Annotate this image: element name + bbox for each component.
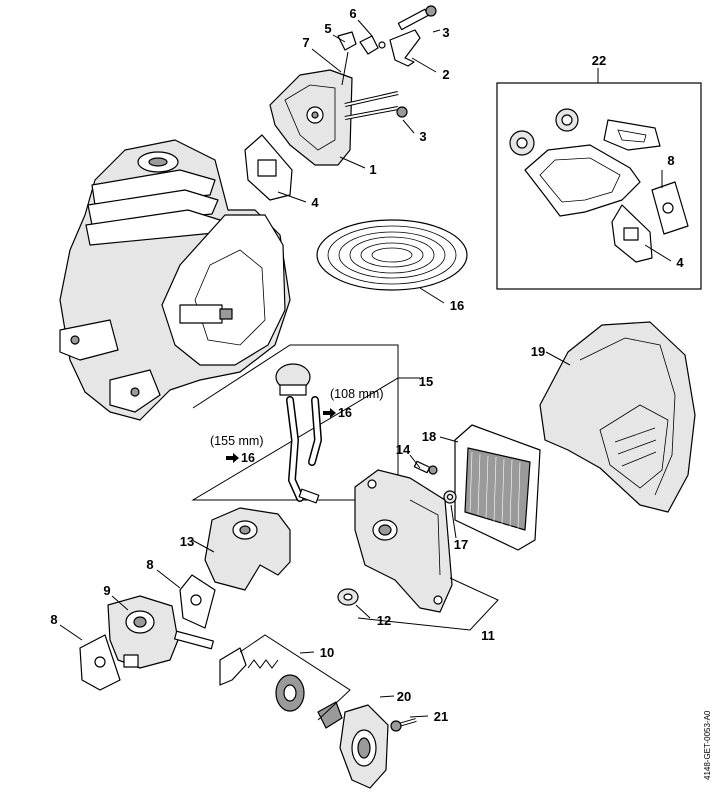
hose-ref-155: 16 (241, 451, 255, 465)
filter-cover-19 (539, 321, 696, 513)
callout-10: 10 (320, 645, 334, 660)
callout-4-top: 4 (311, 195, 319, 210)
spring-6 (359, 35, 386, 55)
callout-1: 1 (369, 162, 376, 177)
bracket-line-11 (357, 577, 499, 631)
callout-11: 11 (481, 628, 495, 643)
callout-8-mid: 8 (146, 557, 153, 572)
shutter-housing-13 (204, 507, 291, 591)
screws-3-lower (344, 91, 408, 120)
kit-cylinder-gasket (524, 144, 641, 217)
gasket-4-top (244, 134, 293, 201)
grommet-12 (337, 588, 359, 606)
callout-3-top: 3 (442, 25, 449, 40)
hose-108 (308, 396, 323, 466)
intake-boot-20 (339, 704, 389, 789)
document-id: 4148-GET-0053-A0 (703, 710, 712, 780)
callout-9: 9 (103, 583, 110, 598)
crankcase-cylinder (59, 139, 291, 421)
note-arrow-108 (323, 408, 336, 418)
spiral-seal-16 (316, 219, 468, 291)
callout-5: 5 (324, 21, 331, 36)
callout-15: 15 (419, 374, 433, 389)
kit-seal-ring-large (509, 130, 535, 156)
choke-parts-10 (219, 647, 343, 729)
screw-3-upper (397, 5, 437, 31)
callout-19: 19 (531, 344, 545, 359)
kit-muffler-gasket (603, 119, 661, 151)
kit-seal-ring-small (555, 108, 579, 132)
carburetor-9 (107, 595, 214, 669)
callout-7: 7 (302, 35, 309, 50)
nut-17 (443, 490, 457, 504)
rod-7 (341, 51, 349, 86)
callout-17: 17 (454, 537, 468, 552)
intake-manifold-1 (269, 69, 353, 166)
hose-155 (286, 396, 320, 504)
filter-base-11 (354, 469, 453, 613)
callout-3-mid: 3 (419, 129, 426, 144)
note-arrow-155 (226, 453, 239, 463)
hose-length-108: (108 mm) (330, 387, 383, 401)
callout-8-kit: 8 (667, 153, 674, 168)
callout-8-left: 8 (50, 612, 57, 627)
gasket-8-left (79, 634, 121, 691)
callout-4-kit: 4 (676, 255, 684, 270)
callout-22: 22 (592, 53, 606, 68)
callout-6: 6 (349, 6, 356, 21)
callout-14: 14 (396, 442, 411, 457)
callout-13: 13 (180, 534, 194, 549)
clip-5 (337, 31, 357, 51)
hose-ref-108: 16 (338, 406, 352, 420)
callout-18: 18 (422, 429, 436, 444)
leader-lines (59, 19, 672, 718)
primer-bulb (275, 363, 311, 396)
hose-length-155: (155 mm) (210, 434, 263, 448)
callout-2: 2 (442, 67, 449, 82)
callout-21: 21 (434, 709, 448, 724)
callout-20: 20 (397, 689, 411, 704)
bracket-2 (389, 29, 421, 67)
bracket-line-10 (239, 634, 351, 721)
kit-gasket-8 (651, 181, 689, 235)
callout-12: 12 (377, 613, 391, 628)
screw-14 (413, 460, 438, 475)
kit-gasket-4 (611, 204, 653, 263)
air-filter-18 (454, 424, 541, 551)
callout-16: 16 (450, 298, 464, 313)
screw-21 (390, 718, 417, 732)
gasket-8-middle (179, 574, 216, 629)
